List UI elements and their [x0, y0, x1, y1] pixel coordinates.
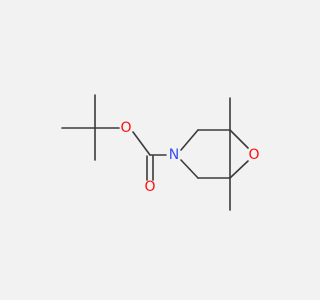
bond-bridgehead-top-to-epoxide-oxygen: [229, 129, 249, 149]
ester-oxygen-label: O: [120, 120, 131, 136]
bond-nitrogen-to-ring-ch2-top: [180, 129, 199, 151]
atom-ester-oxygen: O: [120, 120, 131, 136]
bond-bridgehead-bottom-to-epoxide-oxygen: [229, 160, 249, 179]
structure-canvas: O O N O: [61, 94, 260, 211]
bond-ester-oxygen-to-carbonyl-carbon: [132, 131, 151, 156]
atom-carbonyl-oxygen: O: [144, 179, 155, 195]
atom-nitrogen: N: [169, 147, 179, 163]
bond-nitrogen-to-ring-ch2-bottom: [180, 159, 199, 179]
carbonyl-oxygen-label: O: [144, 179, 155, 195]
nitrogen-label: N: [169, 147, 179, 163]
molecule-drawing: O O N O: [61, 94, 260, 211]
atom-epoxide-oxygen: O: [248, 147, 259, 163]
epoxide-oxygen-label: O: [248, 147, 259, 163]
